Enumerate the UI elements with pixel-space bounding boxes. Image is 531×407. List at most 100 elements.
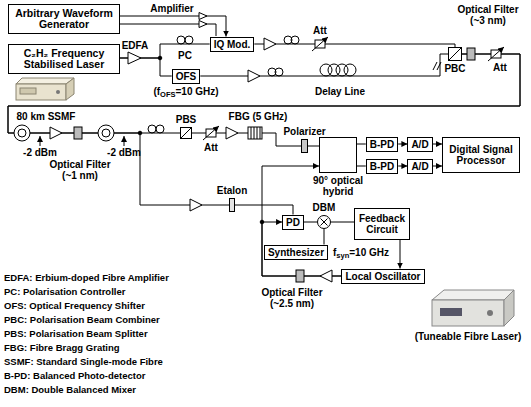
attenuator-arrow <box>203 126 219 140</box>
fibre-connector <box>120 16 226 37</box>
photodetector-box: B-PD <box>366 159 398 174</box>
fibre-loop <box>291 36 299 44</box>
label-text: EDFA <box>122 40 149 51</box>
converter-box: A/D <box>407 137 432 152</box>
mixer-symbol: DBM <box>317 215 331 229</box>
fibre-connector <box>433 144 442 145</box>
annotation-label: Att <box>493 62 507 73</box>
legend-text: B-PD: Balanced Photo-detector <box>4 370 145 381</box>
symbol-outline <box>229 198 235 212</box>
fibre-connector <box>331 222 354 223</box>
beam-combiner: PBC <box>448 47 462 61</box>
label-text: =10 GHz) <box>176 86 219 97</box>
annotation-label: -2 dBm <box>107 147 141 158</box>
component-label: DBM <box>313 202 336 213</box>
laser-box: C₂H₂ Frequency Stabilised Laser <box>8 44 120 74</box>
photodetector-box: PD <box>282 215 304 230</box>
coupler-dot <box>138 131 142 135</box>
photo-front <box>16 84 66 100</box>
label-text: f <box>333 247 336 258</box>
polarisation-controller-loop <box>148 125 156 133</box>
fibre-connector <box>235 205 293 215</box>
box-text: Synthesizer <box>268 247 324 258</box>
label-text: FBG (5 GHz) <box>229 111 288 122</box>
tuneable-laser-photo <box>432 290 514 326</box>
legend-entry: PBC: Polarisation Beam Combiner <box>4 314 160 326</box>
box-text: A/D <box>411 161 428 172</box>
photo-side <box>504 290 514 326</box>
symbol-outline <box>448 47 462 61</box>
component-label: PBS <box>176 114 197 125</box>
attenuator-arrow <box>488 47 504 61</box>
fibre-connector <box>304 222 317 223</box>
legend-text: EDFA: Erbium-doped Fibre Amplifier <box>4 272 169 283</box>
annotation-label: Optical Filter (~3 nm) <box>451 4 525 26</box>
modulator-box: IQ Mod. <box>210 37 255 52</box>
component-outline <box>320 138 357 173</box>
optical-filter-symbol <box>467 48 475 60</box>
annotation-label: Att <box>204 142 218 153</box>
photo-knob <box>56 90 60 94</box>
box-text: Digital Signal Processor <box>446 144 516 166</box>
box-text: C₂H₂ Frequency Stabilised Laser <box>12 48 116 70</box>
fibre-spool-core <box>102 129 110 137</box>
component-outline <box>449 48 462 61</box>
edfa-symbol <box>320 270 332 282</box>
mixer-circle <box>318 216 331 229</box>
edfa-symbol <box>190 199 202 211</box>
box-text: OFS <box>176 71 197 82</box>
annotation-label: FBG (5 GHz) <box>229 111 288 122</box>
photo-side <box>66 78 74 100</box>
fibre-connector <box>398 144 407 145</box>
box-text: PD <box>286 217 300 228</box>
label-text: =10 GHz <box>349 247 389 258</box>
fibre-connector <box>8 54 520 205</box>
label-text: Att <box>493 62 507 73</box>
legend-entry: B-PD: Balanced Photo-detector <box>4 370 145 382</box>
optical-hybrid: 90° optical hybrid <box>319 137 357 173</box>
legend-entry: PC: Polarisation Controller <box>4 286 125 298</box>
label-text: (f <box>153 86 160 97</box>
box-text: B-PD <box>370 161 394 172</box>
label-text: OFS <box>160 90 175 99</box>
polarisation-controller-loop <box>177 36 185 44</box>
converter-box: A/D <box>407 159 432 174</box>
photo-top <box>16 78 74 84</box>
photo-knob <box>487 310 493 316</box>
annotation-label: Optical Filter (~1 nm) <box>43 159 117 181</box>
connector-label: Amplifier <box>149 3 194 14</box>
fibre-connector <box>398 166 407 167</box>
label-text: syn <box>336 251 349 260</box>
label-text: -2 dBm <box>23 147 57 158</box>
legend-text: SSMF: Standard Single-mode Fibre <box>4 356 163 367</box>
polarisation-controller-loop <box>185 36 193 44</box>
component-outline <box>302 140 308 153</box>
legend-text: DBM: Double Balanced Mixer <box>4 384 136 395</box>
label-text: Optical Filter (~1 nm) <box>49 159 110 181</box>
legend-text: PC: Polarisation Controller <box>4 286 125 297</box>
legend-text: PBC: Polarisation Beam Combiner <box>4 314 160 325</box>
fibre-connector <box>400 240 401 269</box>
legend-text: OFS: Optical Frequency Shifter <box>4 300 145 311</box>
legend-text: PBS: Polarisation Beam Splitter <box>4 328 148 339</box>
annotation-label: Att <box>313 25 327 36</box>
component-label: 90° optical hybrid <box>306 175 370 197</box>
annotation-label: 80 km SSMF <box>17 111 76 122</box>
photo-panel <box>440 308 462 316</box>
symbol-outline <box>301 139 308 153</box>
fibre-loop <box>275 68 283 76</box>
photo-front <box>432 300 504 326</box>
edfa-symbol <box>248 70 260 82</box>
edfa-symbol <box>50 127 62 139</box>
feedback-box: Feedback Circuit <box>354 208 410 240</box>
label-text: Delay Line <box>315 86 365 97</box>
shifter-box: OFS <box>172 69 201 84</box>
fibre-connector <box>433 166 442 167</box>
attenuator-arrow <box>312 37 328 51</box>
delay-line-coil <box>344 64 356 76</box>
label-text: 80 km SSMF <box>17 111 76 122</box>
annotation-label: fsyn=10 GHz <box>333 247 389 261</box>
legend-entry: EDFA: Erbium-doped Fibre Amplifier <box>4 272 169 284</box>
amplifier-symbol <box>199 13 207 20</box>
